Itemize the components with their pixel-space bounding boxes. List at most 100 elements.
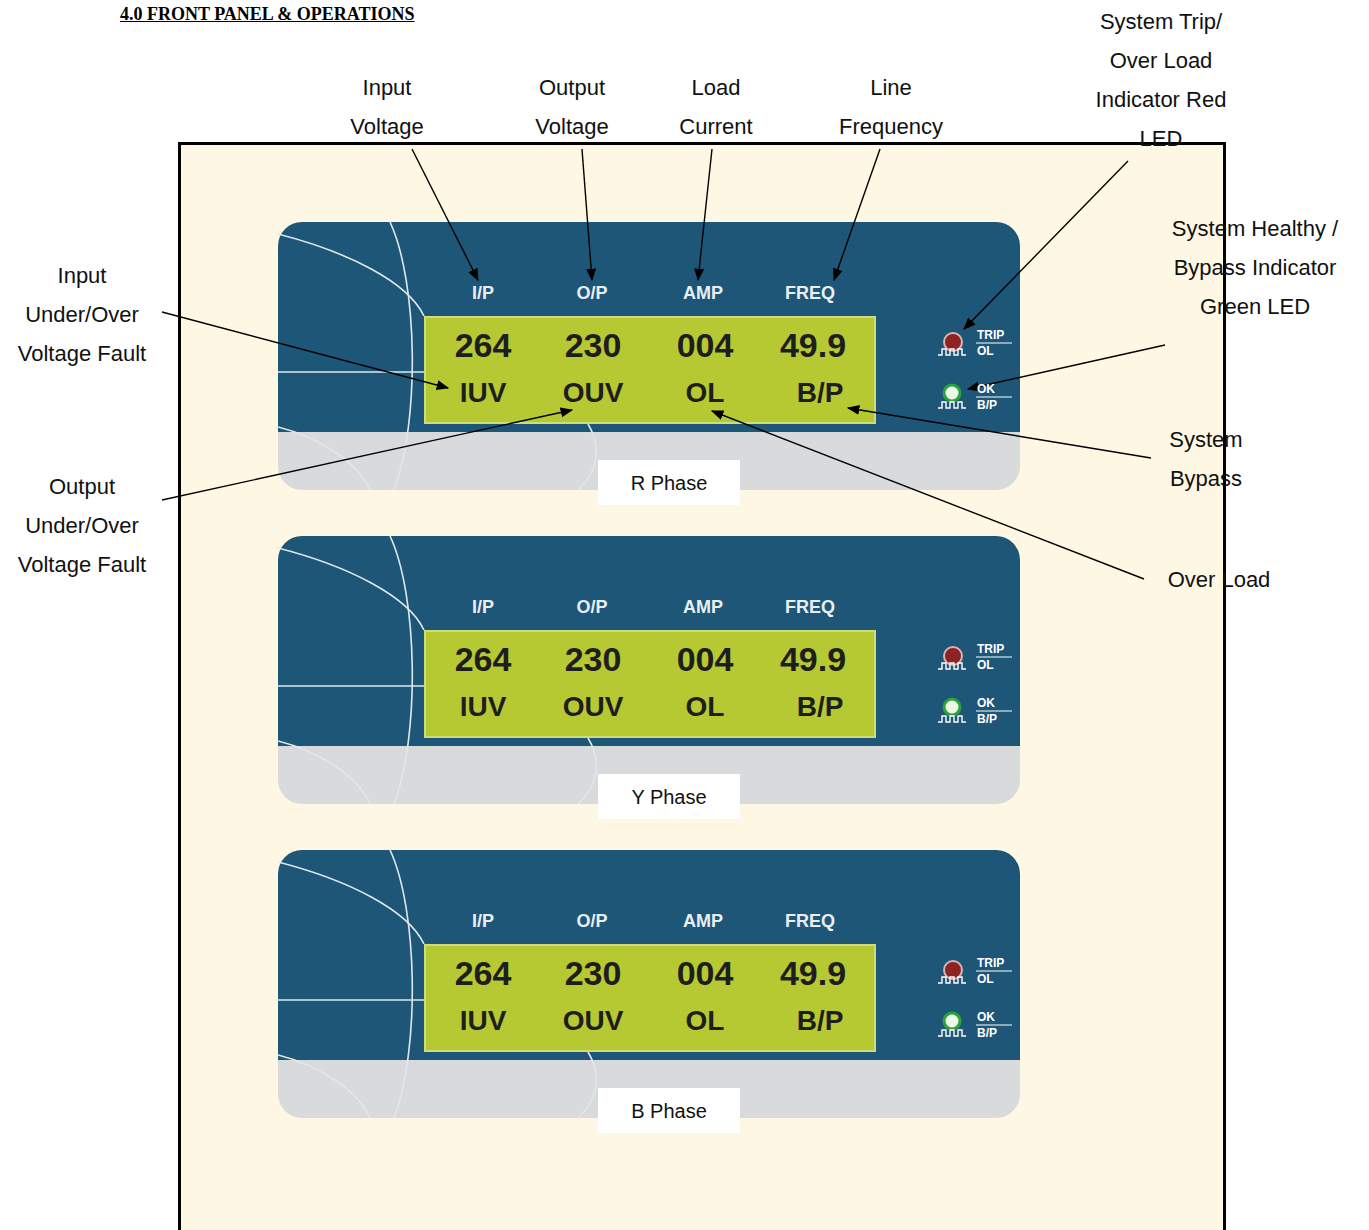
panel-legend: FREQ — [785, 597, 835, 618]
callout-label: System Healthy / Bypass Indicator Green … — [1170, 209, 1340, 326]
divider-line — [976, 656, 1012, 657]
decor-curve — [278, 427, 370, 490]
leader-line — [848, 408, 1151, 458]
phase-panel: I/PO/PAMPFREQTRIPOLOKB/P26423000449.9IUV… — [278, 536, 1020, 804]
panel-legend: OL — [977, 344, 994, 358]
divider-line — [976, 396, 1012, 397]
lcd-reading: IUV — [460, 377, 507, 409]
lcd-reading: 49.9 — [780, 326, 846, 365]
panel-legend: I/P — [472, 283, 494, 304]
lcd-display: 26423000449.9IUVOUVOLB/P — [424, 630, 876, 738]
blink-symbol — [938, 349, 966, 355]
leader-line — [712, 411, 1144, 579]
lcd-reading: OUV — [563, 377, 624, 409]
callout-label: Input Under/Over Voltage Fault — [7, 256, 157, 373]
callout-label: Line Frequency — [829, 68, 954, 146]
lcd-reading: 49.9 — [780, 640, 846, 679]
green-led — [944, 699, 960, 715]
panel-legend: O/P — [576, 597, 607, 618]
leader-line — [162, 410, 572, 500]
lcd-reading: 230 — [565, 326, 622, 365]
panel-legend: OK — [977, 382, 995, 396]
lcd-reading: B/P — [797, 1005, 844, 1037]
phase-name: R Phase — [631, 471, 708, 494]
decor-curve — [578, 424, 596, 490]
panel-legend: OK — [977, 696, 995, 710]
lcd-reading: B/P — [797, 691, 844, 723]
lcd-reading: OL — [686, 691, 725, 723]
decor-curve — [578, 738, 596, 804]
callout-label: System Bypass — [1156, 420, 1256, 498]
panel-legend: O/P — [576, 911, 607, 932]
red-led — [944, 333, 962, 351]
panel-legend: FREQ — [785, 911, 835, 932]
lcd-reading: 264 — [455, 640, 512, 679]
phase-label-box: B Phase — [598, 1088, 740, 1133]
lcd-reading: OL — [686, 1005, 725, 1037]
lcd-reading: OUV — [563, 1005, 624, 1037]
leader-line — [162, 312, 448, 388]
decor-curve — [578, 1052, 596, 1118]
panel-legend: TRIP — [977, 328, 1004, 342]
red-led — [944, 961, 962, 979]
panel-legend: FREQ — [785, 283, 835, 304]
lcd-reading: B/P — [797, 377, 844, 409]
lcd-reading: OL — [686, 377, 725, 409]
divider-line — [976, 1024, 1012, 1025]
callout-label: Input Voltage — [332, 68, 442, 146]
panel-legend: TRIP — [977, 956, 1004, 970]
decor-curve — [278, 548, 424, 630]
section-title: 4.0 FRONT PANEL & OPERATIONS — [120, 4, 415, 25]
decor-curve — [278, 741, 370, 804]
callout-label: Output Voltage — [517, 68, 627, 146]
blink-symbol — [938, 663, 966, 669]
decor-curve — [278, 1055, 370, 1118]
red-led — [944, 647, 962, 665]
phase-label-box: Y Phase — [598, 774, 740, 819]
lcd-display: 26423000449.9IUVOUVOLB/P — [424, 944, 876, 1052]
phase-panel: I/P O/P AMP FREQ TRIP OL OK B/P 264 230 004 49.9IUV… — [278, 222, 1020, 490]
decor-curve — [278, 234, 424, 316]
callout-label: System Trip/ Over Load Indicator Red LED — [1091, 2, 1231, 158]
panel-legend: AMP — [683, 597, 723, 618]
divider-line — [976, 342, 1012, 343]
decor-curve — [278, 862, 424, 944]
lcd-reading: 004 — [677, 640, 734, 679]
leader-line — [582, 149, 592, 280]
blink-symbol — [938, 716, 966, 722]
decor-curve — [390, 222, 412, 490]
panel-legend: I/P — [472, 597, 494, 618]
green-led — [944, 1013, 960, 1029]
lcd-display: 264 230 004 49.9IUV OUV OL B/P — [424, 316, 876, 424]
decor-curve — [278, 685, 424, 687]
panel-legend: O/P — [576, 283, 607, 304]
green-led — [944, 385, 960, 401]
panel-legend: B/P — [977, 1026, 997, 1040]
divider-line — [976, 710, 1012, 711]
phase-name: Y Phase — [631, 785, 706, 808]
lcd-reading: 49.9 — [780, 954, 846, 993]
lcd-reading: 264 — [455, 326, 512, 365]
decor-curve — [390, 850, 412, 1118]
lcd-reading: 230 — [565, 954, 622, 993]
lcd-reading: 004 — [677, 954, 734, 993]
blink-symbol — [938, 1030, 966, 1036]
decor-curve — [278, 999, 424, 1001]
panel-legend: TRIP — [977, 642, 1004, 656]
panel-legend: AMP — [683, 283, 723, 304]
callout-label: Load Current — [669, 68, 764, 146]
lcd-reading: OUV — [563, 691, 624, 723]
blink-symbol — [938, 402, 966, 408]
phase-name: B Phase — [631, 1099, 707, 1122]
phase-label-box: R Phase — [598, 460, 740, 505]
panel-legend: I/P — [472, 911, 494, 932]
lcd-reading: 230 — [565, 640, 622, 679]
lcd-reading: 004 — [677, 326, 734, 365]
panel-legend: OL — [977, 972, 994, 986]
decor-curve — [390, 536, 412, 804]
panel-legend: B/P — [977, 398, 997, 412]
leader-line — [834, 149, 880, 280]
leader-line — [412, 149, 478, 280]
divider-line — [976, 970, 1012, 971]
